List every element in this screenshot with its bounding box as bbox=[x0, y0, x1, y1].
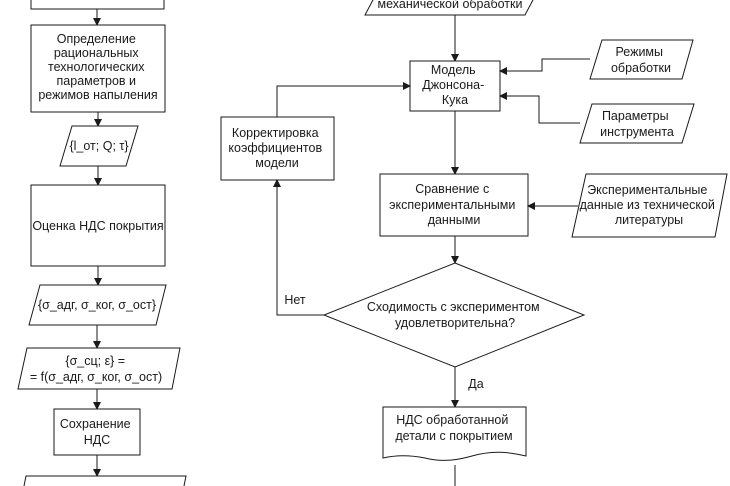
machining-modes-data: Режимы обработки bbox=[589, 39, 694, 80]
tool-params-text: Параметры инструмента bbox=[600, 109, 674, 139]
connector bbox=[276, 82, 411, 117]
johnson-cook-model-block: Модель Джонсона- Кука bbox=[409, 60, 501, 112]
top-left-box-partial bbox=[30, 0, 165, 10]
result-document: НДС обработанной детали с покрытием bbox=[382, 406, 527, 461]
no-label: Нет bbox=[284, 293, 306, 307]
save-nds-block: Сохранение НДС bbox=[53, 408, 141, 456]
machining-input-data: механической обработки bbox=[364, 0, 534, 16]
process-params-text: {l_от; Q; τ} bbox=[69, 139, 128, 153]
yes-label: Да bbox=[468, 377, 483, 391]
nds-assessment-block: Оценка НДС покрытия bbox=[30, 184, 166, 267]
adhesion-function-text: {σ_сц; ε} = = f(σ_адг, σ_ког, σ_ост) bbox=[30, 354, 162, 384]
machining-input-text: механической обработки bbox=[378, 0, 523, 11]
bottom-left-data-partial bbox=[23, 475, 187, 486]
connector bbox=[499, 92, 580, 124]
connector bbox=[499, 58, 590, 75]
comparison-text: Сравнение с экспериментальными данными bbox=[389, 182, 519, 227]
process-params-data: {l_от; Q; τ} bbox=[59, 125, 139, 167]
save-nds-text: Сохранение НДС bbox=[60, 417, 134, 447]
result-text: НДС обработанной детали с покрытием bbox=[395, 413, 512, 443]
adhesion-function-data: {σ_сц; ε} = = f(σ_адг, σ_ког, σ_ост) bbox=[17, 347, 181, 390]
coefficient-correction-block: Корректировка коэффициентов модели bbox=[220, 116, 335, 181]
machining-modes-text: Режимы обработки bbox=[611, 45, 671, 75]
stresses-data: {σ_адг, σ_ког, σ_ост} bbox=[28, 284, 167, 326]
experimental-data-input: Экспериментальные данные из технической … bbox=[571, 173, 728, 238]
coefficient-correction-text: Корректировка коэффициентов модели bbox=[228, 126, 325, 170]
no-branch-connector bbox=[273, 179, 324, 316]
model-text: Модель Джонсона- Кука bbox=[422, 63, 488, 107]
params-definition-block: Определение рациональных технологических… bbox=[30, 24, 166, 113]
stresses-text: {σ_адг, σ_ког, σ_ост} bbox=[38, 298, 156, 312]
tool-params-data: Параметры инструмента bbox=[579, 103, 695, 144]
experimental-data-text: Экспериментальные данные из технической … bbox=[580, 183, 719, 227]
comparison-block: Сравнение с экспериментальными данными bbox=[379, 173, 529, 237]
convergence-decision: Сходимость с экспериментом удовлетворите… bbox=[322, 262, 586, 368]
convergence-decision-text: Сходимость с экспериментом удовлетворите… bbox=[367, 300, 543, 330]
nds-assessment-text: Оценка НДС покрытия bbox=[32, 219, 163, 233]
params-definition-text: Определение рациональных технологических… bbox=[38, 32, 157, 102]
